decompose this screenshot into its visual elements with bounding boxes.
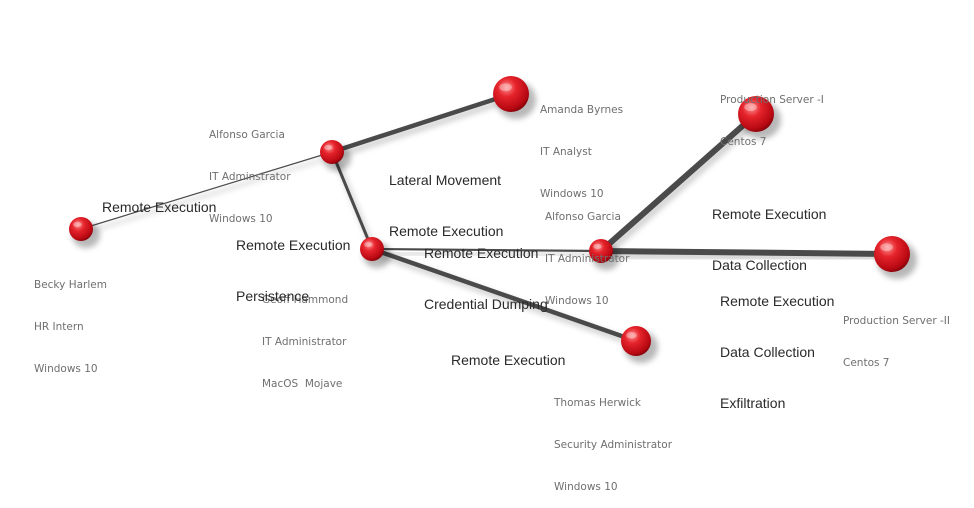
- label-line: Remote Execution: [102, 199, 217, 215]
- label-line: Windows 10: [34, 363, 98, 375]
- label-line: Geoff Hammond: [262, 294, 349, 306]
- label-line: IT Administrator: [545, 253, 630, 265]
- edge-shadow: [82, 154, 337, 235]
- edge-shadow: [373, 251, 606, 257]
- label-line: Lateral Movement: [389, 172, 502, 188]
- label-line: Credential Dumping: [424, 296, 548, 312]
- edge-label-geoff-thomas: Remote Execution: [451, 318, 565, 386]
- node-highlight: [593, 243, 602, 250]
- label-line: Data Collection: [720, 344, 815, 360]
- label-line: MacOS Mojave: [262, 378, 343, 390]
- edge-alfonso2-prod1: [598, 111, 759, 254]
- node-highlight: [73, 221, 82, 228]
- node-prod1[interactable]: [738, 96, 774, 132]
- label-line: Remote Execution: [720, 293, 835, 309]
- edge-geoff-thomas: [369, 246, 639, 344]
- label-line: Production Server -II: [843, 315, 950, 327]
- edge-shadow: [600, 251, 899, 262]
- edge-label-alfonso2-prod1: Remote Execution Data Collection: [712, 172, 826, 291]
- node-highlight: [499, 83, 512, 92]
- label-line: HR Intern: [34, 321, 84, 333]
- label-line: IT Administrator: [262, 336, 347, 348]
- edge-shadow: [372, 250, 642, 348]
- node-label-geoff: Geoff Hammond IT Administrator MacOS Moj…: [262, 265, 348, 405]
- label-line: Alfonso Garcia: [209, 129, 285, 141]
- node-label-alfonso-garcia-1: Alfonso Garcia IT Adminstrator Windows 1…: [209, 100, 291, 240]
- label-line: Data Collection: [712, 257, 807, 273]
- label-line: Becky Harlem: [34, 279, 107, 291]
- node-label-amanda: Amanda Byrnes IT Analyst Windows 10: [540, 75, 623, 215]
- node-label-production-server-2: Production Server -II Centos 7: [843, 286, 950, 384]
- label-line: Centos 7: [843, 357, 890, 369]
- node-geoff[interactable]: [360, 237, 384, 261]
- label-line: Windows 10: [540, 188, 604, 200]
- label-line: Security Administrator: [554, 439, 673, 451]
- edge-alfonso2-prod2: [598, 248, 895, 257]
- edge-label-alfonso-amanda: Lateral Movement Remote Execution: [389, 138, 503, 257]
- node-alfonso2[interactable]: [589, 239, 613, 263]
- label-line: Windows 10: [209, 213, 273, 225]
- node-label-alfonso-garcia-2: Alfonso Garcia IT Administrator Windows …: [545, 182, 629, 322]
- node-highlight: [744, 103, 757, 112]
- attack-path-diagram: [69, 76, 917, 363]
- label-line: Centos 7: [720, 136, 767, 148]
- edge-becky-alfonso1: [80, 151, 333, 230]
- node-highlight: [364, 241, 373, 248]
- label-line: IT Adminstrator: [209, 171, 291, 183]
- label-line: Remote Execution: [712, 206, 827, 222]
- label-line: Persistence: [236, 288, 310, 304]
- label-line: Remote Execution: [236, 237, 351, 253]
- edge-label-becky-alfonso: Remote Execution: [102, 165, 216, 233]
- node-highlight: [324, 144, 333, 151]
- node-becky[interactable]: [69, 217, 93, 241]
- label-line: Production Server -I: [720, 94, 824, 106]
- label-line: Remote Execution: [424, 245, 539, 261]
- edge-shadow: [332, 95, 517, 159]
- label-line: Alfonso Garcia: [545, 211, 621, 223]
- edge-shadow: [600, 114, 763, 259]
- edge-geoff-alfonso2: [370, 247, 603, 253]
- node-label-thomas: Thomas Herwick Security Administrator Wi…: [554, 368, 672, 508]
- edge-alfonso1-amanda: [329, 91, 514, 155]
- label-line: Windows 10: [554, 481, 618, 493]
- label-line: Windows 10: [545, 295, 609, 307]
- label-line: Amanda Byrnes: [540, 104, 624, 116]
- node-label-production-server-1: Production Server -I Centos 7: [720, 65, 824, 163]
- edge-label-alfonso-geoff: Remote Execution Persistence: [236, 203, 350, 322]
- node-highlight: [626, 332, 637, 339]
- label-line: Remote Execution: [451, 352, 566, 368]
- label-line: Remote Execution: [389, 223, 504, 239]
- node-highlight: [880, 243, 893, 252]
- edge-label-geoff-alfonso2: Remote Execution Credential Dumping: [424, 211, 548, 330]
- node-prod2[interactable]: [874, 236, 910, 272]
- node-label-becky: Becky Harlem HR Intern Windows 10: [34, 250, 107, 390]
- edge-label-alfonso2-prod2: Remote Execution Data Collection Exfiltr…: [720, 259, 834, 429]
- label-line: Exfiltration: [720, 395, 786, 411]
- node-amanda[interactable]: [493, 76, 529, 112]
- label-line: IT Analyst: [540, 146, 592, 158]
- node-thomas[interactable]: [621, 326, 651, 356]
- node-alfonso1[interactable]: [320, 140, 344, 164]
- label-line: Thomas Herwick: [554, 397, 641, 409]
